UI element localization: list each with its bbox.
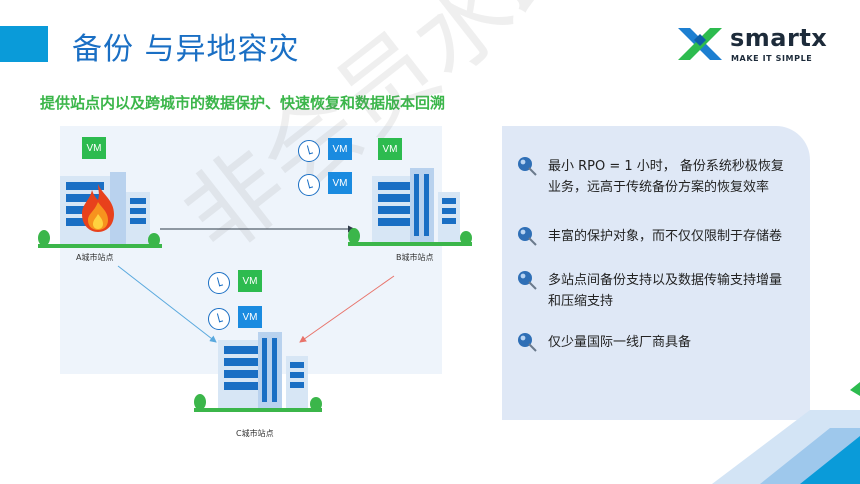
pushpin-icon — [518, 157, 537, 176]
clock-icon — [208, 272, 230, 294]
feature-item: 多站点间备份支持以及数据传输支持增量和压缩支持 — [516, 270, 792, 312]
site-a-label: A城市站点 — [76, 253, 114, 262]
clock-icon — [208, 308, 230, 330]
site-c-label: C城市站点 — [236, 429, 274, 438]
feature-text: 多站点间备份支持以及数据传输支持增量和压缩支持 — [548, 273, 783, 309]
smartx-x-icon — [678, 28, 722, 60]
corner-decoration — [712, 382, 860, 484]
site-c-vm: VM — [238, 270, 262, 292]
feature-item: 最小 RPO = 1 小时， 备份系统秒极恢复业务，远高于传统备份方案的恢复效率 — [516, 156, 792, 198]
logo-wordmark: smartx — [730, 24, 828, 52]
clock-icon — [298, 174, 320, 196]
site-b-label: B城市站点 — [396, 253, 434, 262]
fire-icon — [82, 184, 114, 232]
site-b-vm-backup: VM — [328, 172, 352, 194]
page-subtitle: 提供站点内以及跨城市的数据保护、快速恢复和数据版本回溯 — [40, 94, 446, 112]
site-b-vm: VM — [378, 138, 402, 160]
site-c-buildings — [194, 332, 322, 412]
site-b-buildings — [348, 168, 472, 246]
pushpin-icon — [518, 227, 537, 246]
feature-text: 仅少量国际一线厂商具备 — [548, 335, 692, 350]
page-title: 备份 与异地容灾 — [72, 32, 300, 67]
smartx-logo: smartx MAKE IT SIMPLE — [676, 22, 836, 66]
feature-panel: 最小 RPO = 1 小时， 备份系统秒极恢复业务，远高于传统备份方案的恢复效率… — [502, 126, 810, 420]
title-accent-bar — [0, 26, 48, 62]
pushpin-icon — [518, 271, 537, 290]
feature-text: 丰富的保护对象，而不仅仅限制于存储卷 — [548, 229, 783, 244]
feature-item: 丰富的保护对象，而不仅仅限制于存储卷 — [516, 226, 792, 247]
site-c-vm-backup: VM — [238, 306, 262, 328]
pushpin-icon — [518, 333, 537, 352]
site-a-vm: VM — [82, 137, 106, 159]
clock-icon — [298, 140, 320, 162]
feature-text: 最小 RPO = 1 小时， 备份系统秒极恢复业务，远高于传统备份方案的恢复效率 — [548, 159, 784, 195]
site-b-vm-backup: VM — [328, 138, 352, 160]
feature-item: 仅少量国际一线厂商具备 — [516, 332, 792, 353]
logo-tagline: MAKE IT SIMPLE — [731, 54, 813, 63]
